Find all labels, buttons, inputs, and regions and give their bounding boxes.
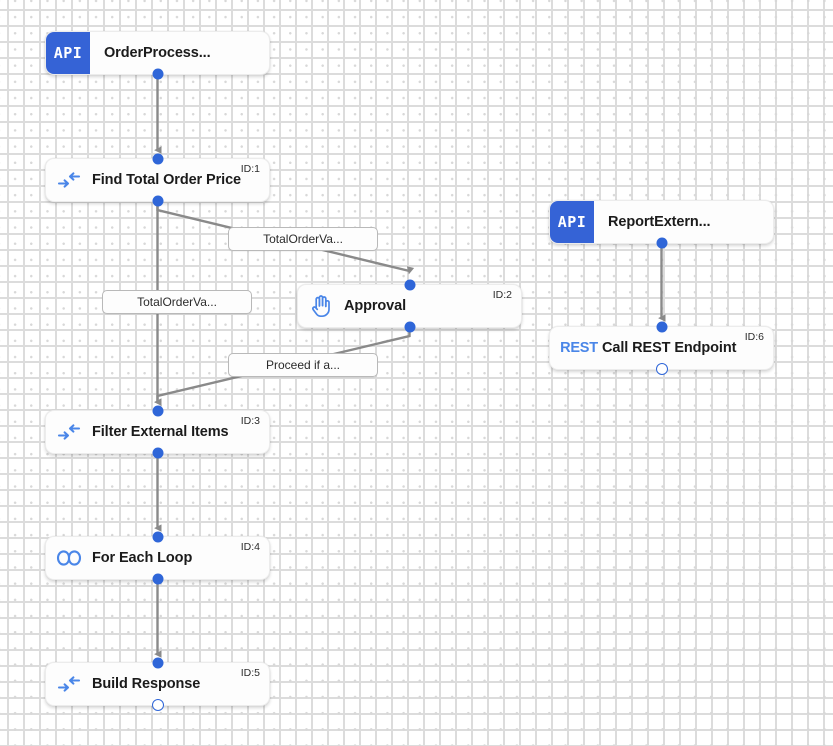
converge-arrows-icon <box>46 169 92 191</box>
node-id-badge: ID:5 <box>240 667 260 679</box>
port-output[interactable] <box>152 68 163 80</box>
port-output[interactable] <box>152 573 163 585</box>
node-filter-external-items[interactable]: Filter External Items ID:3 <box>45 405 270 459</box>
port-input[interactable] <box>656 321 667 333</box>
node-id-badge: ID:1 <box>240 163 260 175</box>
node-find-total-order-price[interactable]: Find Total Order Price ID:1 <box>45 153 270 207</box>
node-build-response[interactable]: Build Response ID:5 <box>45 657 270 711</box>
node-title: ReportExtern... <box>608 214 711 230</box>
edge-label-text: Proceed if a... <box>265 358 341 372</box>
node-title: Filter External Items <box>92 424 229 440</box>
node-id-badge: ID:3 <box>240 415 260 427</box>
edge-label-text: TotalOrderVa... <box>263 232 343 246</box>
port-input[interactable] <box>152 405 163 417</box>
port-input[interactable] <box>152 153 163 165</box>
edge-label-text: TotalOrderVa... <box>137 295 217 309</box>
edge-label-total-order-value-filter[interactable]: TotalOrderVa... <box>102 290 252 314</box>
node-order-process[interactable]: API OrderProcess... <box>45 31 270 80</box>
port-input[interactable] <box>152 657 163 669</box>
node-id-badge: ID:6 <box>744 331 764 343</box>
node-title: For Each Loop <box>92 550 193 566</box>
edge-label-total-order-value-approval[interactable]: TotalOrderVa... <box>228 227 378 251</box>
port-output[interactable] <box>152 195 163 207</box>
node-report-extern[interactable]: API ReportExtern... <box>549 200 774 249</box>
infinity-icon <box>46 548 92 568</box>
node-id-badge: ID:2 <box>492 289 512 301</box>
hand-icon <box>298 294 344 318</box>
converge-arrows-icon <box>46 421 92 443</box>
port-output[interactable] <box>152 447 163 459</box>
api-badge-icon: API <box>550 201 594 243</box>
port-output-unconnected[interactable] <box>151 699 164 711</box>
port-output-unconnected[interactable] <box>655 363 668 375</box>
node-for-each-loop[interactable]: For Each Loop ID:4 <box>45 531 270 585</box>
node-title: Find Total Order Price <box>92 172 242 188</box>
node-title: Approval <box>344 298 407 314</box>
node-title: OrderProcess... <box>104 45 211 61</box>
edge-label-proceed-if-approved[interactable]: Proceed if a... <box>228 353 378 377</box>
node-title: Call REST Endpoint <box>602 340 737 356</box>
converge-arrows-icon <box>46 673 92 695</box>
rest-text-icon: REST <box>560 340 598 356</box>
port-output[interactable] <box>656 237 667 249</box>
node-title: Build Response <box>92 676 201 692</box>
node-approval[interactable]: Approval ID:2 <box>297 279 522 333</box>
node-id-badge: ID:4 <box>240 541 260 553</box>
node-call-rest-endpoint[interactable]: REST Call REST Endpoint ID:6 <box>549 321 774 375</box>
port-output[interactable] <box>404 321 415 333</box>
port-input[interactable] <box>152 531 163 543</box>
port-input[interactable] <box>404 279 415 291</box>
api-badge-icon: API <box>46 32 90 74</box>
